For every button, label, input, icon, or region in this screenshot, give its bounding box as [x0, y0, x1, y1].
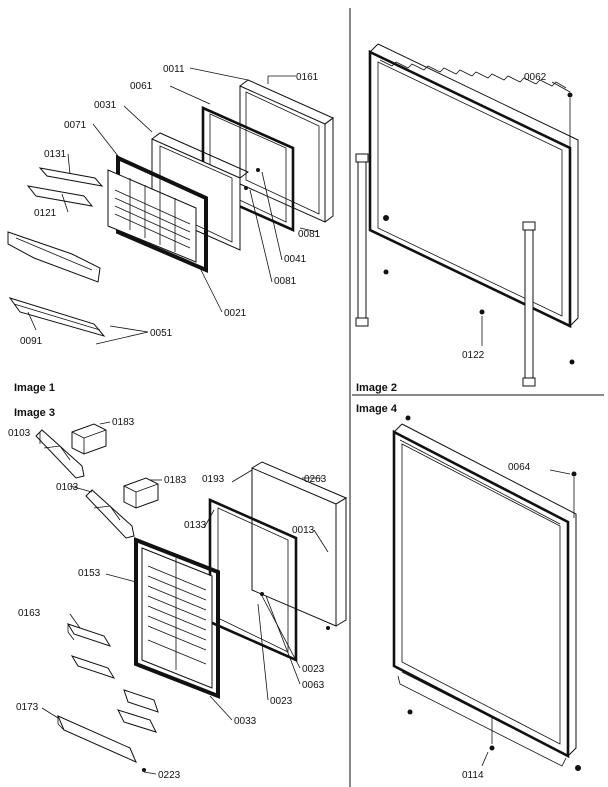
screw-0223	[142, 768, 146, 772]
label-0081-upper: 0081	[298, 229, 321, 240]
label-0161: 0161	[296, 72, 319, 83]
label-0121: 0121	[34, 208, 57, 219]
label-0023-lower: 0023	[270, 696, 293, 707]
image1-assembly	[7, 67, 334, 345]
label-0062: 0062	[524, 72, 547, 83]
label-0173: 0173	[16, 702, 39, 713]
screw-0081	[244, 186, 248, 190]
tube-right	[524, 227, 534, 381]
screw-0041	[256, 168, 260, 172]
label-0071: 0071	[64, 120, 87, 131]
label-0041: 0041	[284, 254, 307, 265]
screw-0062	[567, 92, 573, 98]
bin-0183-upper	[71, 423, 107, 455]
bin-lower-front	[117, 709, 157, 733]
label-0091: 0091	[20, 336, 43, 347]
wire-rack	[114, 178, 191, 252]
screw-0064	[571, 471, 577, 477]
image3-assembly	[35, 421, 348, 775]
label-0183-lower: 0183	[164, 475, 187, 486]
shelf-bar-0131	[38, 167, 104, 187]
tube-left	[357, 159, 367, 321]
label-0061: 0061	[130, 81, 153, 92]
label-0023-upper: 0023	[302, 664, 325, 675]
caption-image-1: Image 1	[14, 382, 55, 394]
label-0064: 0064	[508, 462, 531, 473]
label-0103-upper: 0103	[8, 428, 31, 439]
cabinet-frame-bottom	[392, 429, 570, 759]
liner-shelves	[147, 558, 207, 670]
caption-image-4: Image 4	[356, 403, 398, 415]
label-0081-lower: 0081	[274, 276, 297, 287]
label-0122: 0122	[462, 350, 485, 361]
screw-0114	[489, 745, 495, 751]
label-0183-upper: 0183	[112, 417, 135, 428]
door-outer-0193	[251, 467, 337, 627]
label-0013: 0013	[292, 525, 315, 536]
label-0193: 0193	[202, 474, 225, 485]
caption-image-2: Image 2	[356, 382, 397, 394]
label-0033: 0033	[234, 716, 257, 727]
rail-0173	[57, 715, 137, 763]
label-0051: 0051	[150, 328, 173, 339]
label-0063: 0063	[302, 680, 325, 691]
bin-0163	[66, 623, 112, 647]
label-0223: 0223	[158, 770, 181, 781]
bin-lower-left	[70, 655, 116, 679]
bracket-0103-lower	[85, 489, 135, 539]
bin-lower-middle	[123, 689, 159, 713]
drawer-tray	[7, 231, 101, 283]
label-0131: 0131	[44, 149, 67, 160]
label-0031: 0031	[94, 100, 117, 111]
cabinet-frame-top	[368, 49, 572, 329]
image2-assembly	[355, 43, 579, 387]
label-0163: 0163	[18, 608, 41, 619]
label-0263: 0263	[304, 474, 327, 485]
image4-assembly	[392, 415, 581, 771]
label-0133: 0133	[184, 520, 207, 531]
label-0153: 0153	[78, 568, 101, 579]
label-0103-lower: 0103	[56, 482, 79, 493]
door-liner-0153	[134, 537, 220, 699]
screw-0122	[479, 309, 485, 315]
shelf-bar-0121	[26, 185, 94, 207]
label-0114: 0114	[462, 770, 484, 781]
bracket-0103-upper	[35, 429, 85, 479]
label-0011: 0011	[163, 64, 185, 75]
caption-image-3: Image 3	[14, 407, 55, 419]
bin-0183-lower	[123, 477, 159, 509]
label-0021: 0021	[224, 308, 247, 319]
